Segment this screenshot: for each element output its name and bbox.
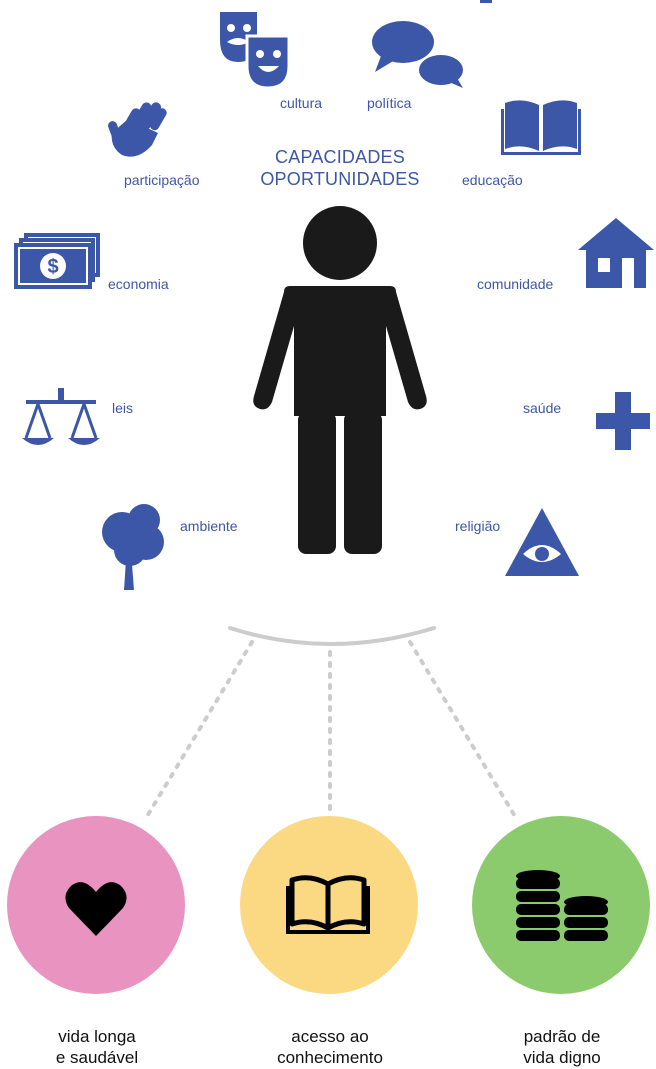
outcome-label-health-line1: vida longa — [58, 1027, 136, 1046]
label-comunidade: comunidade — [477, 276, 554, 292]
label-economia: economia — [108, 276, 169, 292]
plus-cross-icon — [596, 392, 650, 450]
coin-stacks-icon — [516, 870, 608, 941]
label-educacao: educação — [462, 172, 523, 188]
top-cut-text-fragment — [480, 0, 492, 3]
label-cultura: cultura — [280, 95, 323, 111]
open-book-icon — [501, 100, 581, 155]
center-title-line2: OPORTUNIDADES — [260, 169, 420, 189]
house-icon — [578, 218, 654, 288]
person-figure — [253, 206, 427, 554]
connector-left — [144, 640, 254, 820]
center-title-line1: CAPACIDADES — [275, 147, 405, 167]
money-bills-icon: $ — [14, 233, 100, 289]
theater-masks-icon — [220, 12, 291, 90]
scales-icon — [22, 388, 100, 445]
book-icon — [286, 875, 370, 934]
label-religiao: religião — [455, 518, 501, 534]
outcome-label-living-line1: padrão de — [523, 1027, 601, 1046]
outcome-label-living-line2: vida digno — [523, 1048, 601, 1067]
label-leis: leis — [112, 400, 134, 416]
heart-icon — [65, 882, 127, 936]
raised-hand-icon — [108, 102, 167, 157]
outcome-circle-health — [7, 816, 185, 994]
outcome-circle-living — [472, 816, 650, 994]
label-politica: política — [367, 95, 412, 111]
eye-triangle-icon — [505, 508, 579, 576]
outcome-label-knowledge-line2: conhecimento — [277, 1048, 383, 1067]
outcome-label-knowledge-line1: acesso ao — [291, 1027, 369, 1046]
speech-bubbles-icon — [372, 21, 463, 88]
tree-icon — [102, 504, 164, 590]
label-participacao: participação — [124, 172, 200, 188]
label-ambiente: ambiente — [180, 518, 238, 534]
svg-text:$: $ — [47, 256, 58, 278]
connector-lines — [144, 626, 518, 820]
label-saude: saúde — [523, 400, 562, 416]
outcome-circle-knowledge — [240, 816, 418, 994]
outcome-label-health-line2: e saudável — [55, 1048, 139, 1067]
connector-right — [408, 640, 518, 820]
